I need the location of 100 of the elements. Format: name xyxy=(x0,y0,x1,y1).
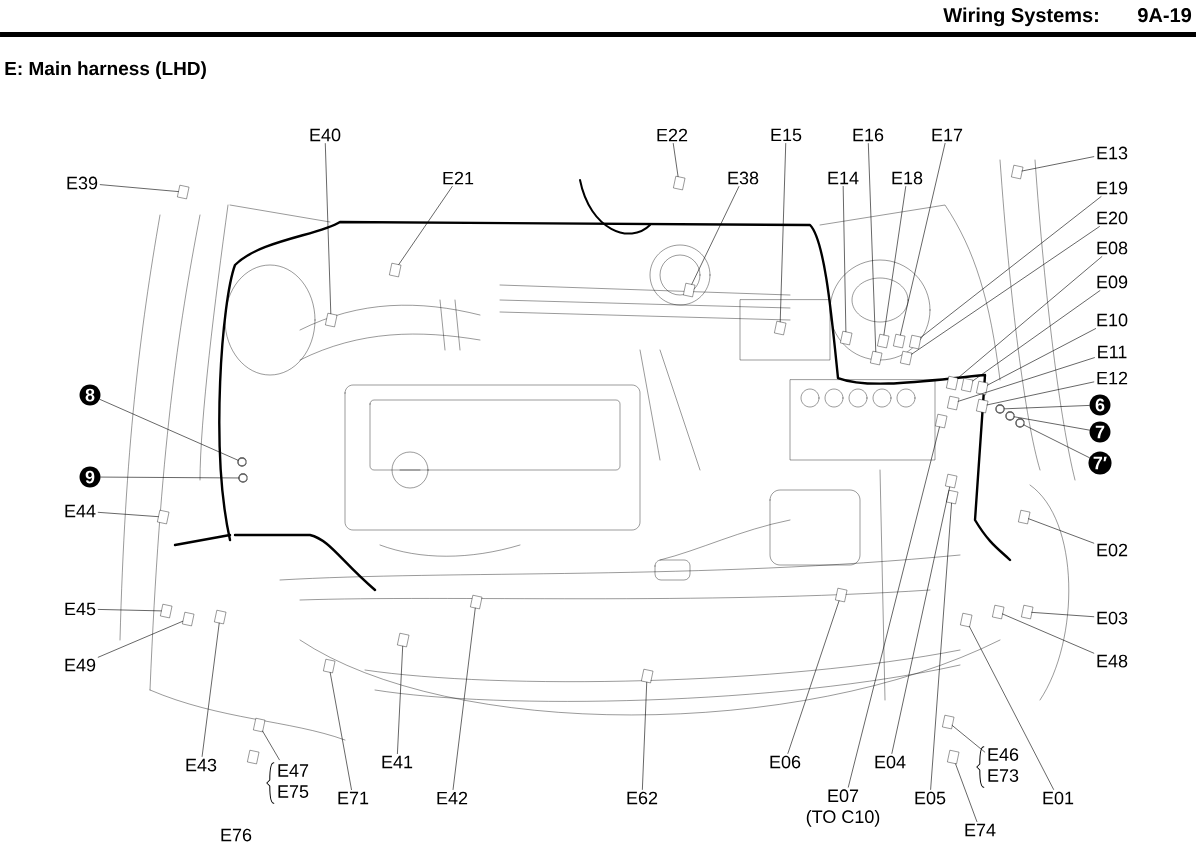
leader-line xyxy=(398,186,453,265)
connector-label: E41 xyxy=(382,755,413,769)
leader-line xyxy=(324,143,332,314)
connector xyxy=(942,715,954,729)
leader-line xyxy=(1002,613,1095,654)
connector-label: E06 xyxy=(770,755,801,769)
leader-line xyxy=(99,399,239,461)
leader-line xyxy=(691,186,740,285)
connector-label: E15 xyxy=(771,128,802,142)
leader-line xyxy=(911,226,1100,355)
connector xyxy=(1011,165,1023,179)
leader-line xyxy=(955,763,978,822)
leader-line xyxy=(842,186,847,332)
connector-label: E16 xyxy=(853,128,884,142)
connector-label: E19 xyxy=(1097,181,1128,195)
leader-line xyxy=(1021,156,1095,172)
leader-line xyxy=(986,381,1095,406)
ring-terminal xyxy=(995,404,1005,414)
connector-label: E05 xyxy=(915,791,946,805)
leader-line xyxy=(262,730,280,761)
connector xyxy=(976,399,988,413)
connector xyxy=(893,334,905,348)
leader-line xyxy=(900,143,946,336)
connector-label: E14 xyxy=(828,171,859,185)
connector xyxy=(214,610,226,624)
connector xyxy=(1021,605,1033,619)
connector-label: E01 xyxy=(1043,791,1074,805)
connector xyxy=(947,750,959,764)
leader-line xyxy=(868,143,877,352)
connector xyxy=(960,613,972,628)
leader-line xyxy=(97,512,159,517)
connector-label: E10 xyxy=(1097,313,1128,327)
connector-label: E76 xyxy=(221,828,252,842)
title: E: Main harness (LHD) xyxy=(5,61,206,79)
connector-label: E45 xyxy=(65,602,96,616)
connector xyxy=(325,313,337,327)
callout-number: 6 xyxy=(1089,394,1111,416)
leader-line xyxy=(452,607,476,790)
connector xyxy=(840,331,852,345)
connector-label: E08 xyxy=(1097,241,1128,255)
connector xyxy=(961,378,973,392)
page-number: 9A-19 xyxy=(1138,8,1192,23)
connector-label: E03 xyxy=(1097,611,1128,625)
connector-label: E38 xyxy=(728,171,759,185)
connector xyxy=(946,376,958,390)
connector xyxy=(673,176,685,190)
connector xyxy=(683,283,695,297)
connector xyxy=(397,633,409,647)
connector xyxy=(470,595,482,609)
connector xyxy=(389,263,401,277)
connector xyxy=(774,321,786,335)
callout-number: 7 xyxy=(1089,421,1111,443)
connector xyxy=(323,659,335,673)
connector-label: E44 xyxy=(65,504,96,518)
connector-label: E62 xyxy=(627,791,658,805)
connector-label: E39 xyxy=(67,176,98,190)
connector-label: E22 xyxy=(657,128,688,142)
connector xyxy=(946,490,958,504)
leader-line xyxy=(951,725,986,753)
callout-number: 8 xyxy=(79,384,101,406)
connector-label: E17 xyxy=(932,128,963,142)
leader-line xyxy=(957,256,1103,379)
leader-line xyxy=(920,196,1102,338)
connector-label: E09 xyxy=(1097,275,1128,289)
leader-line xyxy=(987,328,1096,386)
ring-terminal xyxy=(1015,418,1025,428)
callout-number: 9 xyxy=(79,466,101,488)
connector-label: E12 xyxy=(1097,371,1128,385)
connector xyxy=(870,351,882,365)
ring-terminal xyxy=(237,457,247,467)
connector xyxy=(900,351,912,365)
leader-line xyxy=(329,672,352,790)
connector xyxy=(1018,510,1030,524)
connector-label: E04 xyxy=(875,755,906,769)
connector xyxy=(935,414,947,428)
leader-line xyxy=(930,502,952,790)
leader-line xyxy=(787,600,840,754)
connector xyxy=(160,604,172,618)
connector xyxy=(877,334,889,348)
connector xyxy=(177,185,189,199)
connector-label: E02 xyxy=(1097,543,1128,557)
header-text: Wiring Systems: xyxy=(943,7,1098,27)
leader-line xyxy=(972,290,1101,382)
bracketed-connector-label: E47 E75 xyxy=(266,762,309,804)
connector-label: E20 xyxy=(1097,211,1128,225)
connector xyxy=(947,396,959,410)
leader-line xyxy=(1028,518,1095,544)
connector-label: E18 xyxy=(892,171,923,185)
leader-line xyxy=(957,357,1095,402)
leader-line xyxy=(201,622,220,757)
connector-label: E07 (TO C10) xyxy=(806,789,880,827)
leader-line xyxy=(891,486,950,754)
connector xyxy=(247,750,259,764)
connector xyxy=(909,335,921,349)
leader-line xyxy=(99,184,179,192)
connector xyxy=(157,510,169,524)
connector xyxy=(253,718,265,732)
connector xyxy=(992,605,1004,619)
connector xyxy=(641,669,653,683)
leader-line xyxy=(848,426,940,788)
